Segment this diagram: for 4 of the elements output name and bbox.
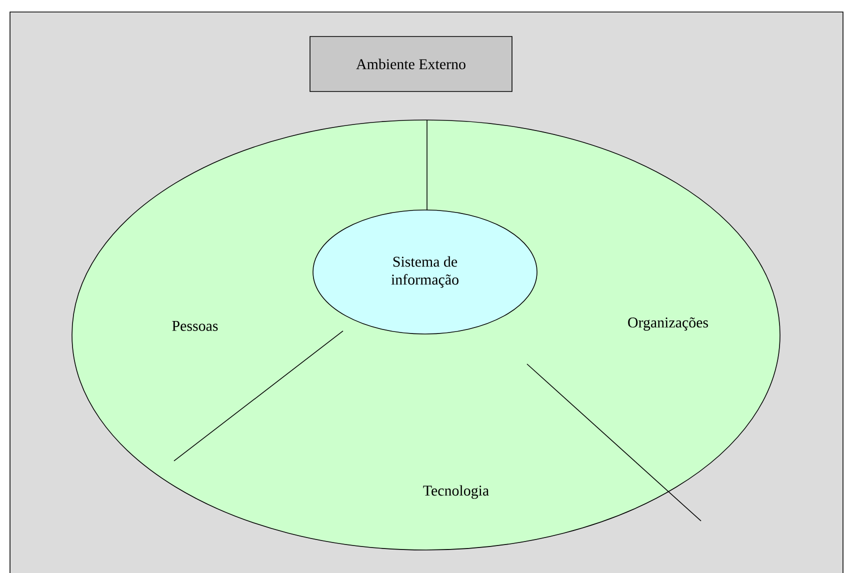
sector-label: Tecnologia bbox=[423, 485, 489, 499]
sector-label: Pessoas bbox=[172, 321, 218, 331]
sector-label: Organizações bbox=[628, 317, 708, 331]
title-box: Ambiente Externo bbox=[310, 36, 512, 92]
